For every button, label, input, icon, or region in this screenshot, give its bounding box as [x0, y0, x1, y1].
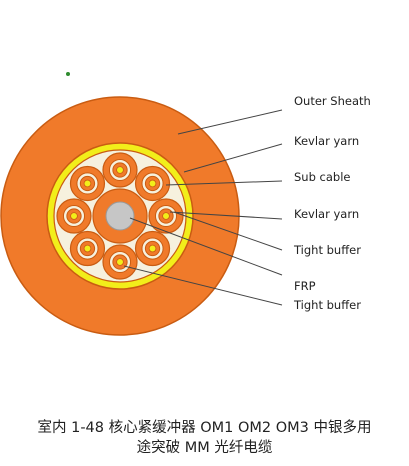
sub-cable: [134, 230, 171, 267]
caption-line-2: 途突破 MM 光纤电缆: [136, 440, 273, 456]
leader-kevlar-yarn-inner: [169, 211, 283, 220]
leader-tight-buffer-1: [173, 211, 283, 251]
fiber-core: [116, 166, 124, 174]
sub-cable: [148, 198, 184, 234]
label-sub-cable: Sub cable: [294, 170, 350, 184]
leader-outer-sheath: [177, 109, 283, 135]
label-tight-buffer-1: Tight buffer: [293, 243, 361, 257]
sub-cable: [102, 152, 138, 188]
leader-sub-cable: [165, 180, 283, 186]
sub-cable-group: [56, 152, 184, 280]
fiber-core: [83, 179, 92, 188]
sub-cable: [69, 165, 106, 202]
leader-tight-buffer-2: [123, 265, 283, 306]
caption: 室内 1-48 核心紧缓冲器 OM1 OM2 OM3 中银多用 途突破 MM 光…: [0, 418, 409, 458]
sub-cable: [56, 198, 92, 234]
leader-lines: [123, 109, 283, 306]
sub-cable: [102, 244, 138, 280]
fiber-core: [83, 244, 92, 253]
fiber-core: [162, 212, 170, 220]
label-frp: FRP: [294, 279, 316, 293]
label-outer-sheath: Outer Sheath: [294, 94, 371, 108]
fiber-core: [70, 212, 78, 220]
fiber-core: [148, 179, 157, 188]
label-kevlar-yarn-outer: Kevlar yarn: [294, 134, 359, 148]
caption-line-1: 室内 1-48 核心紧缓冲器 OM1 OM2 OM3 中银多用: [37, 420, 372, 436]
sub-cable: [134, 165, 171, 202]
label-tight-buffer-2: Tight buffer: [293, 298, 361, 312]
frp-core: [105, 201, 135, 231]
leader-frp: [129, 217, 283, 276]
label-kevlar-yarn-inner: Kevlar yarn: [294, 207, 359, 221]
leader-kevlar-yarn-outer: [183, 143, 283, 173]
fiber-core: [116, 258, 124, 266]
fiber-core: [148, 244, 157, 253]
cable-cross-section-diagram: Outer Sheath Kevlar yarn Sub cable Kevla…: [0, 72, 371, 336]
green-dot-mark: [66, 72, 70, 76]
sub-cable: [69, 230, 106, 267]
